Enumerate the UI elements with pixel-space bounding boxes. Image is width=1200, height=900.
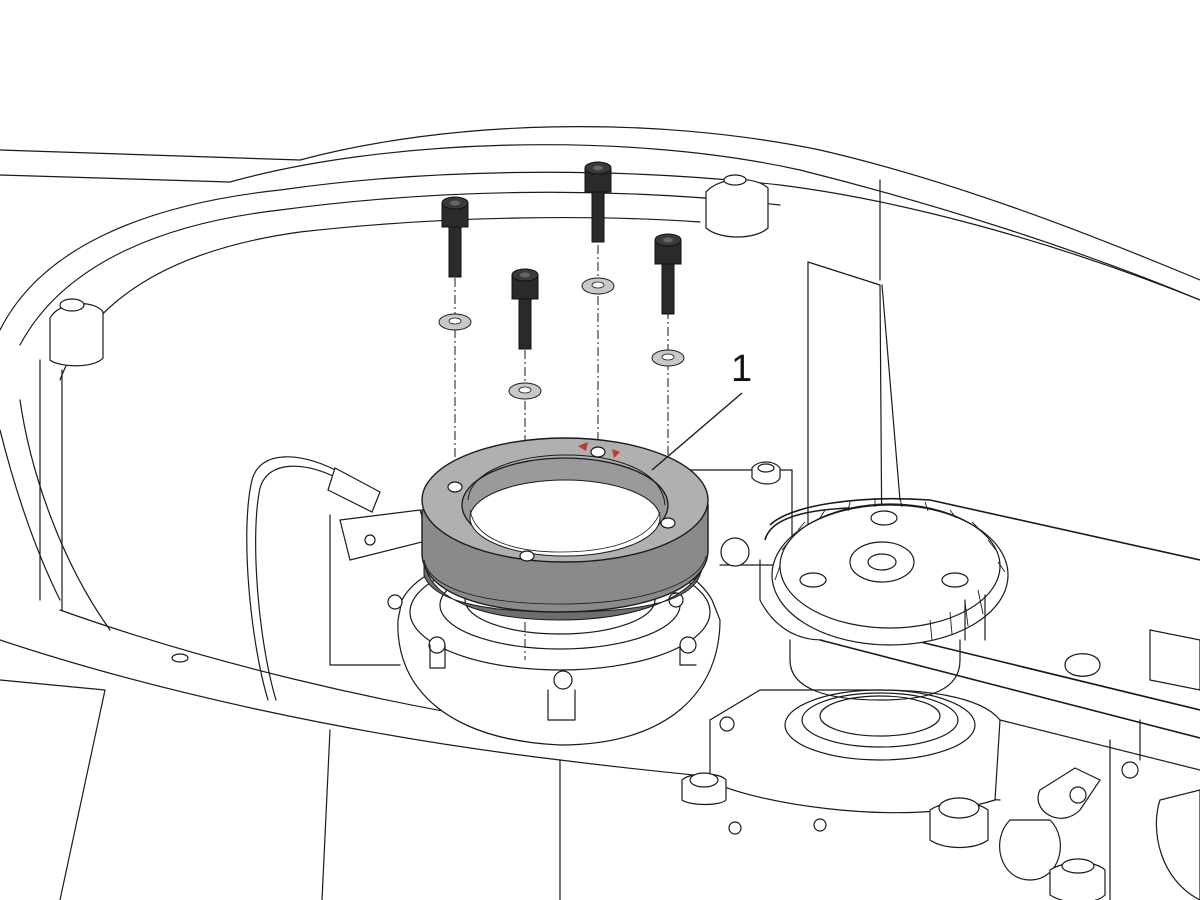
callout-number: 1 [731, 348, 753, 390]
socket-head-screw [441, 196, 469, 278]
orientation-mark-right [612, 449, 620, 458]
arm-housing [0, 126, 1200, 900]
orientation-mark-left [578, 442, 588, 451]
washer [508, 382, 542, 400]
washers [438, 277, 685, 400]
washer [651, 349, 685, 367]
adapter-ring-part-1 [421, 437, 709, 621]
socket-head-screw [584, 161, 612, 243]
pulley-assembly [669, 461, 1200, 739]
pulley-teeth [774, 497, 1006, 641]
screws [441, 161, 682, 350]
washer [581, 277, 615, 295]
cable-and-connector [246, 456, 431, 701]
washer [438, 313, 472, 331]
socket-head-screw [654, 233, 682, 315]
socket-head-screw [511, 268, 539, 350]
callout-leader-line [651, 392, 743, 471]
